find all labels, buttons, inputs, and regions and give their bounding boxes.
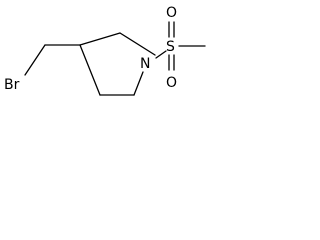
chemical-structure: Br N S O O: [4, 5, 206, 96]
atom-bromine: Br: [4, 77, 20, 93]
bond-c3-c2: [79, 32, 121, 46]
bond-n-s: [155, 50, 167, 59]
atom-sulfur: S: [166, 39, 175, 55]
atom-labels: Br N S O O: [4, 5, 177, 93]
atom-oxygen-top: O: [166, 5, 177, 21]
bond-c4-c3: [79, 44, 101, 96]
bonds: [24, 21, 206, 96]
bond-n-c5: [133, 71, 144, 96]
atom-nitrogen: N: [140, 56, 150, 72]
atom-oxygen-bottom: O: [166, 75, 177, 91]
bond-c2-n: [119, 32, 156, 56]
bond-br-ch2: [24, 44, 46, 76]
